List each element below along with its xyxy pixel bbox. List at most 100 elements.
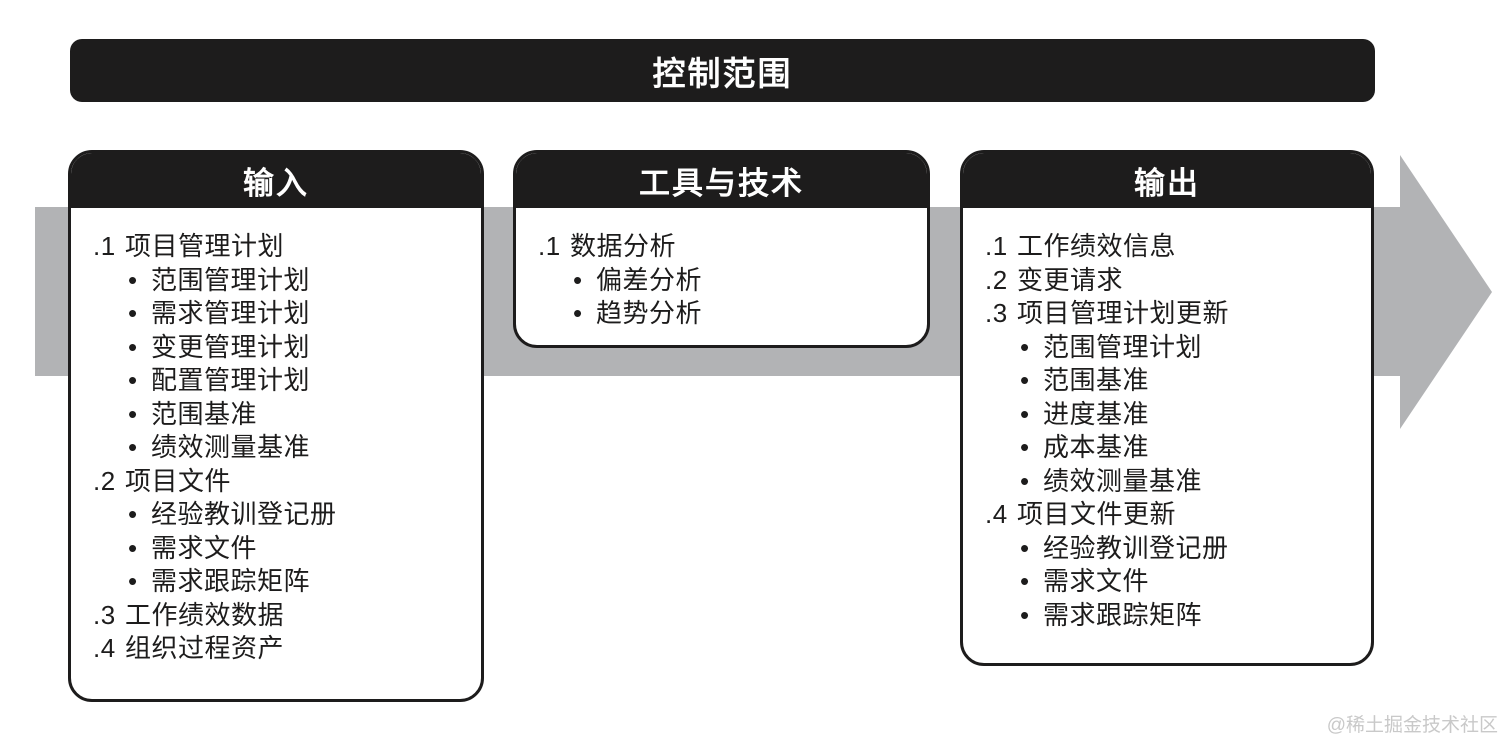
item-label: 项目文件 [125,465,232,496]
bullet-icon: • [1020,599,1030,630]
bullet-item: • 需求管理计划 [93,297,473,331]
bullet-label: 需求管理计划 [151,298,311,328]
bullet-label: 绩效测量基准 [1043,465,1203,496]
bullet-item: • 经验教训登记册 [93,498,473,532]
bullet-icon: • [1020,465,1030,496]
list-item: .2 项目文件 [93,465,473,499]
item-label: 组织过程资产 [125,633,285,663]
item-label: 工作绩效信息 [1017,231,1177,261]
bullet-label: 趋势分析 [596,298,703,328]
bullet-icon: • [1020,331,1030,362]
bullet-icon: • [128,499,138,529]
item-number: .4 [93,633,116,663]
bullet-label: 经验教训登记册 [1043,532,1229,563]
bullet-item: • 趋势分析 [538,297,919,331]
list-item: .4 项目文件更新 [985,498,1363,532]
bullet-item: • 偏差分析 [538,264,919,298]
bullet-item: • 进度基准 [985,398,1363,432]
item-label: 工作绩效数据 [125,599,285,630]
bullet-icon: • [128,331,138,362]
bullet-icon: • [128,365,138,395]
list-item: .2 变更请求 [985,264,1363,298]
item-number: .1 [538,231,561,261]
bullet-item: • 需求跟踪矩阵 [985,599,1363,633]
bullet-item: • 成本基准 [985,431,1363,465]
list-item: .3 项目管理计划更新 [985,297,1363,331]
bullet-icon: • [128,566,138,596]
bullet-label: 配置管理计划 [151,365,311,395]
page-title: 控制范围 [652,54,793,92]
bullet-label: 范围管理计划 [151,264,311,295]
bullet-icon: • [128,398,138,429]
bullet-icon: • [573,298,583,328]
inputs-box-header: 输入 [71,153,481,208]
item-number: .2 [985,264,1008,295]
watermark: @稀土掘金技术社区 [1326,715,1498,736]
bullet-item: • 需求跟踪矩阵 [93,565,473,599]
bullet-label: 成本基准 [1043,432,1150,462]
bullet-icon: • [1020,566,1030,596]
bullet-item: • 绩效测量基准 [985,465,1363,499]
bullet-item: • 配置管理计划 [93,364,473,398]
list-item: .4 组织过程资产 [93,632,473,666]
bullet-label: 经验教训登记册 [151,499,337,529]
item-number: .2 [93,465,116,496]
title-bar: 控制范围 [70,39,1375,102]
bullet-icon: • [128,432,138,462]
bullet-label: 范围管理计划 [1043,331,1203,362]
bullet-label: 需求跟踪矩阵 [151,566,311,596]
bullet-item: • 变更管理计划 [93,331,473,365]
item-label: 项目管理计划 [125,231,285,261]
bullet-label: 进度基准 [1043,398,1150,429]
bullet-item: • 经验教训登记册 [985,532,1363,566]
outputs-box-title: 输出 [1134,166,1200,201]
item-label: 数据分析 [570,231,677,261]
bullet-icon: • [128,264,138,295]
bullet-label: 范围基准 [151,398,258,429]
bullet-icon: • [1020,398,1030,429]
list-item: .3 工作绩效数据 [93,599,473,633]
item-number: .3 [93,599,116,630]
bullet-item: • 需求文件 [985,565,1363,599]
list-item: .1 项目管理计划 [93,230,473,264]
outputs-box-header: 输出 [963,153,1371,208]
item-label: 变更请求 [1017,264,1124,295]
inputs-box-title: 输入 [243,166,309,201]
bullet-icon: • [128,532,138,563]
bullet-item: • 范围基准 [93,398,473,432]
item-number: .1 [93,231,116,261]
bullet-label: 绩效测量基准 [151,432,311,462]
bullet-label: 需求文件 [151,532,258,563]
bullet-icon: • [1020,532,1030,563]
item-label: 项目文件更新 [1017,499,1177,529]
item-number: .1 [985,231,1008,261]
tools-techniques-box-title: 工具与技术 [639,166,804,201]
bullet-label: 范围基准 [1043,365,1150,395]
bullet-icon: • [573,264,583,295]
bullet-item: • 范围管理计划 [93,264,473,298]
bullet-icon: • [1020,365,1030,395]
list-item: .1 数据分析 [538,230,919,264]
bullet-label: 需求文件 [1043,566,1150,596]
bullet-item: • 绩效测量基准 [93,431,473,465]
bullet-icon: • [128,298,138,328]
bullet-item: • 范围基准 [985,364,1363,398]
item-number: .3 [985,298,1008,328]
bullet-icon: • [1020,432,1030,462]
bullet-label: 偏差分析 [596,264,703,295]
flow-arrow-head-icon [1400,155,1492,429]
item-label: 项目管理计划更新 [1017,298,1230,328]
bullet-label: 需求跟踪矩阵 [1043,599,1203,630]
item-number: .4 [985,499,1008,529]
bullet-label: 变更管理计划 [151,331,311,362]
tools-techniques-box-header: 工具与技术 [516,153,927,208]
list-item: .1 工作绩效信息 [985,230,1363,264]
bullet-item: • 需求文件 [93,532,473,566]
